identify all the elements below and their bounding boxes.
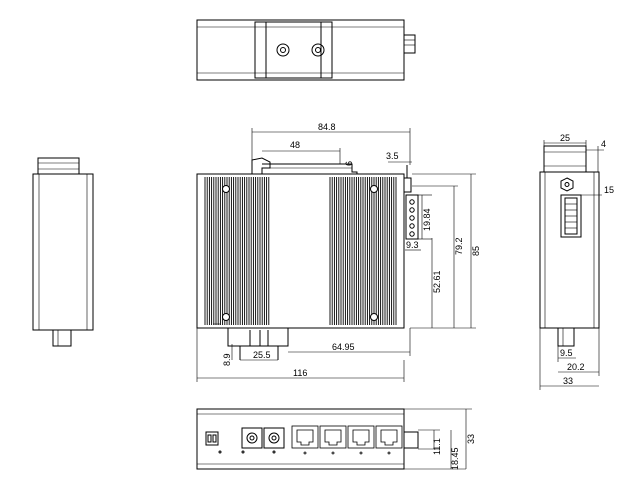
dim-fiber-offset: 8.9: [222, 353, 232, 366]
dim-connector-height: 79.2: [454, 237, 464, 255]
front-view: [196, 157, 419, 360]
dim-rail-width: 48: [290, 140, 300, 150]
fiber-port: [241, 427, 263, 449]
heatsink-fins-left: [204, 177, 270, 325]
rj45-jack-icon: [296, 429, 314, 446]
mount-screw-icon: [222, 185, 230, 193]
dim-side-edge: 4: [601, 139, 606, 149]
dim-front-total: 33: [466, 434, 476, 444]
led-icon: [387, 451, 391, 455]
dim-top-width: 84.8: [318, 122, 336, 132]
dim-front-mid: 18.45: [450, 447, 460, 470]
rj45-jack-icon: [352, 429, 370, 446]
dim-rail-center-height: 52.61: [432, 270, 442, 293]
front-panel-view: [196, 408, 419, 470]
led-icon: [331, 451, 335, 455]
led-icon: [359, 451, 363, 455]
top-view: [196, 19, 416, 81]
fiber-port: [263, 427, 285, 449]
right-side-view: [539, 145, 600, 347]
front-panel-dimensions: 11.1 18.45 33: [404, 408, 476, 470]
dim-rail-hook: 6: [344, 161, 354, 166]
dim-terminal-height: 19.84: [422, 208, 432, 231]
left-side-view: [32, 157, 94, 347]
dim-total-width: 116: [293, 368, 307, 378]
rj45-jack-icon: [324, 429, 342, 446]
dim-side-width: 25: [560, 133, 570, 143]
dim-total-height: 85: [471, 246, 481, 256]
dim-terminal-width: 9.3: [406, 240, 419, 250]
dim-side-conn-large: 20.2: [567, 362, 585, 372]
dim-fiber-width: 25.5: [253, 350, 271, 360]
screw-icon: [276, 43, 290, 57]
dim-side-total: 33: [563, 376, 573, 386]
screw-icon: [311, 43, 325, 57]
led-icon: [303, 451, 307, 455]
dim-front-small: 11.1: [432, 438, 442, 455]
dim-side-screw: 15: [604, 185, 614, 195]
dim-side-conn-small: 9.5: [560, 348, 573, 358]
rj45-jack-icon: [380, 429, 398, 446]
right-side-dimensions: 25 4 15 9.5 20.2 33: [539, 133, 614, 390]
mount-screw-icon: [370, 313, 378, 321]
mount-screw-icon: [370, 185, 378, 193]
dim-ports-width: 64.95: [332, 342, 355, 352]
heatsink-fins-right: [329, 177, 397, 325]
mount-screw-icon: [222, 313, 230, 321]
front-dimensions: 84.8 48 6 3.5 85 79.2 52.61 19.84 9.3 8.…: [196, 122, 481, 382]
dim-rail-offset: 3.5: [386, 151, 399, 161]
